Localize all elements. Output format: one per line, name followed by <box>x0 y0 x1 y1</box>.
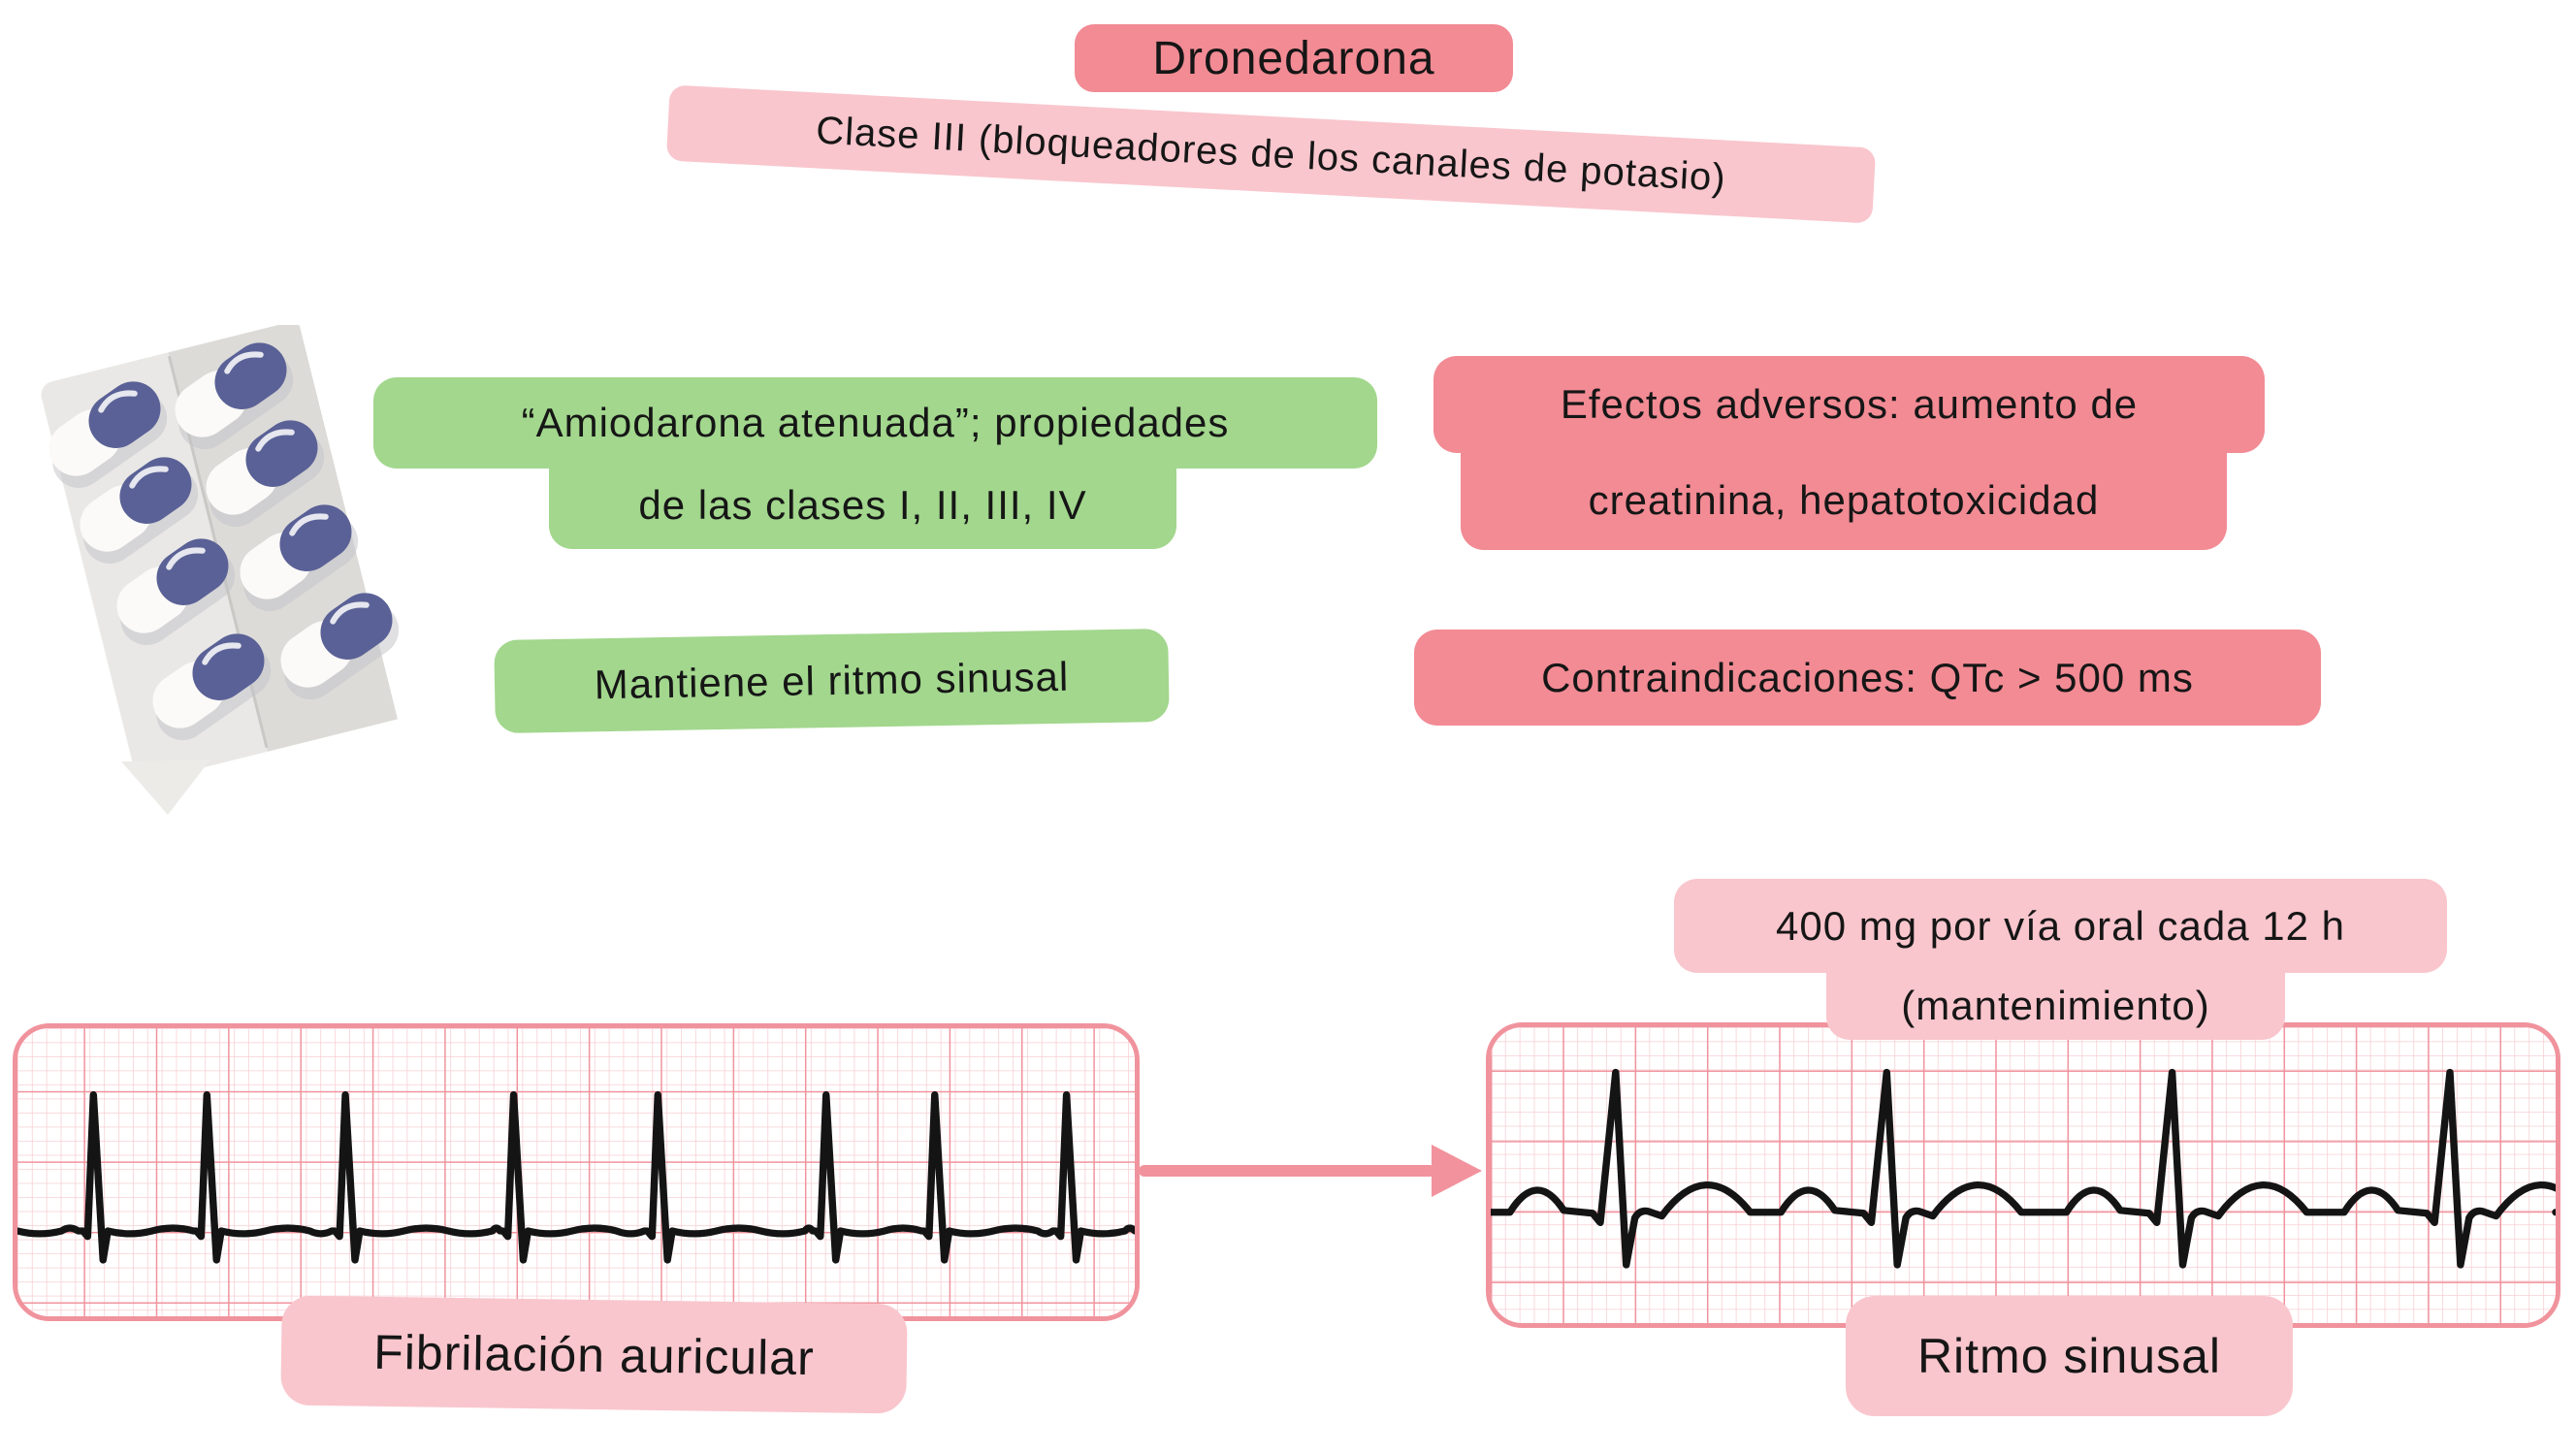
note-adverse-line2: creatinina, hepatotoxicidad <box>1461 451 2227 550</box>
note-properties-line2: de las clases I, II, III, IV <box>549 462 1176 549</box>
ecg-strip-atrial-fibrillation <box>13 1023 1140 1321</box>
pill-blister-icon <box>5 325 409 815</box>
blister-fold-tip <box>121 760 210 815</box>
ecg-label-atrial-fibrillation: Fibrilación auricular <box>280 1295 908 1414</box>
class-subtitle: Clase III (bloqueadores de los canales d… <box>665 84 1877 224</box>
drug-title: Dronedarona <box>1075 24 1513 92</box>
arrow-right-icon <box>1139 1145 1482 1197</box>
dose-note-line1: 400 mg por vía oral cada 12 h <box>1674 879 2447 973</box>
af-trace <box>17 1091 1135 1264</box>
ecg-label-sinus-rhythm: Ritmo sinusal <box>1846 1296 2293 1416</box>
note-maintains-rhythm: Mantiene el ritmo sinusal <box>494 628 1170 734</box>
note-properties-line1: “Amiodarona atenuada”; propiedades <box>373 377 1377 469</box>
note-adverse-line1: Efectos adversos: aumento de <box>1433 356 2265 453</box>
note-contraindications: Contraindicaciones: QTc > 500 ms <box>1414 630 2321 726</box>
sinus-trace <box>1491 1068 2556 1269</box>
dose-note-line2: (mantenimiento) <box>1826 971 2285 1040</box>
ecg-strip-sinus-rhythm <box>1486 1022 2560 1328</box>
